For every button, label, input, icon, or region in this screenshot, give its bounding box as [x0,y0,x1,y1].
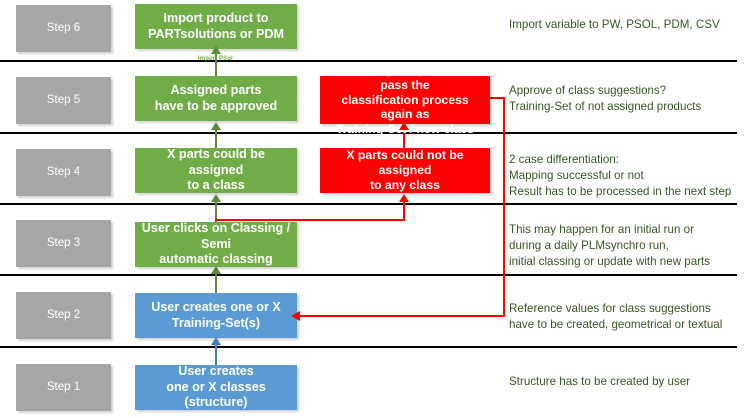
step-label-text: Step 1 [46,381,81,394]
process-box-text: X parts could be assigned to a class [167,147,265,193]
connector-feedback-return [300,315,505,317]
step-label-box-step3: Step 3 [16,220,111,267]
step-label-box-step6: Step 6 [16,5,111,52]
step-label-text: Step 2 [46,309,81,322]
note-step4: 2 case differentiation: Mapping successf… [509,153,732,198]
lane-divider-5 [0,346,737,348]
alt-box-text: X parts could not be assigned to any cla… [346,148,464,192]
note-step1: Structure has to be created by user [509,375,691,388]
process-box-step2[interactable]: User creates one or X Training-Set(s) [135,293,297,338]
arrow-step5-to-step6 [211,46,221,54]
process-box-step6[interactable]: Import product to PARTsolutions or PDM [135,4,297,49]
arrow-step1-to-step2 [211,337,221,345]
lane-divider-1 [0,60,737,62]
connector-red-to-step4-alt [403,198,405,220]
connector-step4-to-step5 [215,124,217,150]
step-label-text: Step 5 [46,94,81,107]
process-box-text: Import product to PARTsolutions or PDM [148,11,284,41]
connector-step5-to-step6 [215,48,217,76]
step-label-box-step5: Step 5 [16,77,111,124]
connector-feedback-drop [503,97,505,316]
process-box-text: User creates one or X Training-Set(s) [151,300,281,330]
alt-box-text: Not assigned parts can pass the classifi… [335,62,475,137]
lane-divider-4 [0,274,737,276]
connector-label-import-psol: Import PSol [198,56,233,62]
note-step2: Reference values for class suggestions h… [509,302,723,331]
arrow-step4-to-step5 [211,122,221,130]
connector-step3-to-step4 [215,196,217,222]
process-box-text: Assigned parts have to be approved [154,83,278,113]
arrow-step3-to-step4 [211,194,221,202]
lane-divider-3 [0,203,737,205]
note-step3: This may happen for an initial run or du… [509,223,711,268]
process-box-text: User clicks on Classing / Semi automatic… [141,221,291,267]
process-box-text: User creates one or X classes (structure… [166,364,266,410]
process-box-step3[interactable]: User clicks on Classing / Semi automatic… [135,221,297,267]
connector-step3-red-run [215,219,405,221]
arrow-step4alt-to-step5alt [399,122,409,130]
arrow-to-step4-alt-box [399,194,409,202]
note-step6: Import variable to PW, PSOL, PDM, CSV [509,18,720,31]
step-label-box-step1: Step 1 [16,364,111,411]
arrow-feedback-into-step2 [291,311,300,321]
step-label-text: Step 4 [46,166,81,179]
connector-step4alt-to-step5alt [403,124,405,150]
process-box-step4[interactable]: X parts could be assigned to a class [135,147,297,193]
connector-step2-to-step3 [215,268,217,294]
alt-box-step5[interactable]: Not assigned parts can pass the classifi… [320,63,490,136]
step-label-text: Step 3 [46,237,81,250]
step-label-text: Step 6 [46,22,81,35]
connector-step5alt-exit [489,97,505,99]
connector-step1-to-step2 [215,339,217,365]
alt-box-step4[interactable]: X parts could not be assigned to any cla… [320,148,490,193]
step-label-box-step4: Step 4 [16,149,111,196]
arrow-step2-to-step3 [211,266,221,274]
note-step5: Approve of class suggestions? Training-S… [509,84,702,113]
lane-divider-2 [0,132,737,134]
process-box-step1[interactable]: User creates one or X classes (structure… [135,364,297,410]
step-label-box-step2: Step 2 [16,292,111,339]
process-box-step5[interactable]: Assigned parts have to be approved [135,76,297,121]
